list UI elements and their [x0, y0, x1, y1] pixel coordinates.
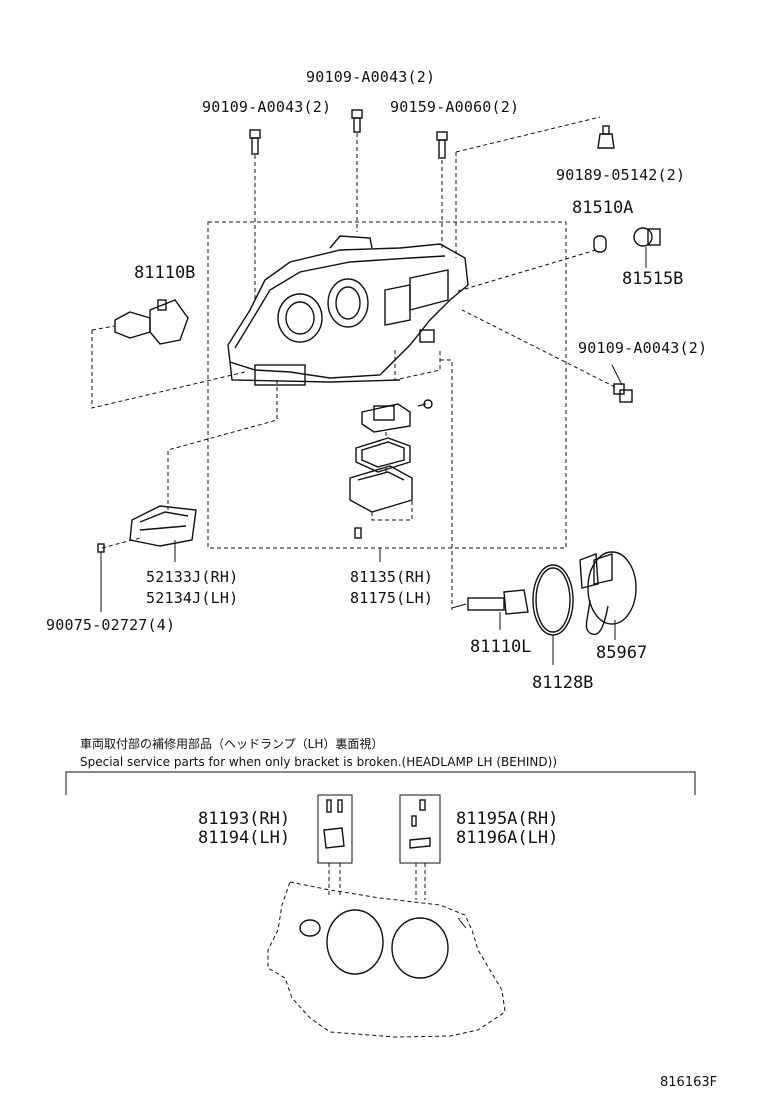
cap-icon: [579, 551, 637, 636]
bulb-left-icon: [114, 299, 189, 345]
bracket1-box: [317, 794, 353, 864]
callout-clip-topright[interactable]: 90189-05142(2): [556, 166, 685, 184]
service-note-jp: 車両取付部の補修用部品（ヘッドランプ（LH）裏面視）: [80, 736, 383, 751]
callout-screw-bottom[interactable]: 90075-02727(4): [46, 616, 175, 634]
bolt-left-icon: [249, 129, 261, 155]
callout-headlamp-lh[interactable]: 81175(LH): [350, 589, 433, 607]
clip-topright-icon: [597, 125, 615, 149]
oring-icon: [532, 564, 574, 636]
screw-small-icon: [354, 527, 362, 539]
socket-small-icon: [633, 227, 661, 247]
service-bracket-line: [65, 771, 696, 795]
bracket1-icon: [323, 799, 345, 849]
callout-bulb-left[interactable]: 81110B: [134, 263, 195, 283]
callout-bulb-hid[interactable]: 81110L: [470, 637, 531, 657]
headlamp-behind-icon: [267, 881, 506, 1038]
headlamp-assembly-icon: [227, 235, 469, 386]
igniter-icon: [361, 399, 433, 433]
callout-bracket2-lh[interactable]: 81196A(LH): [456, 828, 558, 848]
callout-bracket1-rh[interactable]: 81193(RH): [198, 809, 290, 829]
callout-headlamp-rh[interactable]: 81135(RH): [350, 568, 433, 586]
bulb-hid-icon: [451, 589, 529, 615]
diagram-code: 816163F: [660, 1075, 717, 1090]
bulb-small-icon: [593, 235, 607, 253]
callout-bolt-right[interactable]: 90109-A0043(2): [578, 339, 707, 357]
screw-right-icon: [436, 131, 448, 159]
callout-oring[interactable]: 81128B: [532, 673, 593, 693]
callout-cover-lh[interactable]: 52134J(LH): [146, 589, 238, 607]
callout-cover-rh[interactable]: 52133J(RH): [146, 568, 238, 586]
bolt-center-icon: [351, 109, 363, 133]
ballast-icon: [349, 465, 413, 513]
callout-bracket2-rh[interactable]: 81195A(RH): [456, 809, 558, 829]
cover-icon: [129, 505, 197, 547]
bracket2-box: [399, 794, 441, 864]
callout-bulb-small[interactable]: 81510A: [572, 198, 633, 218]
callout-cap[interactable]: 85967: [596, 643, 647, 663]
callout-bracket1-lh[interactable]: 81194(LH): [198, 828, 290, 848]
callout-screw-right[interactable]: 90159-A0060(2): [390, 98, 519, 116]
service-note-en: Special service parts for when only brac…: [80, 755, 557, 769]
bolt-right-icon: [613, 383, 633, 403]
bracket2-icon: [409, 799, 431, 849]
gasket-icon: [355, 437, 411, 473]
callout-bolt-center[interactable]: 90109-A0043(2): [306, 68, 435, 86]
assembly-box: [207, 221, 567, 549]
callout-socket-small[interactable]: 81515B: [622, 269, 683, 289]
callout-bolt-left[interactable]: 90109-A0043(2): [202, 98, 331, 116]
